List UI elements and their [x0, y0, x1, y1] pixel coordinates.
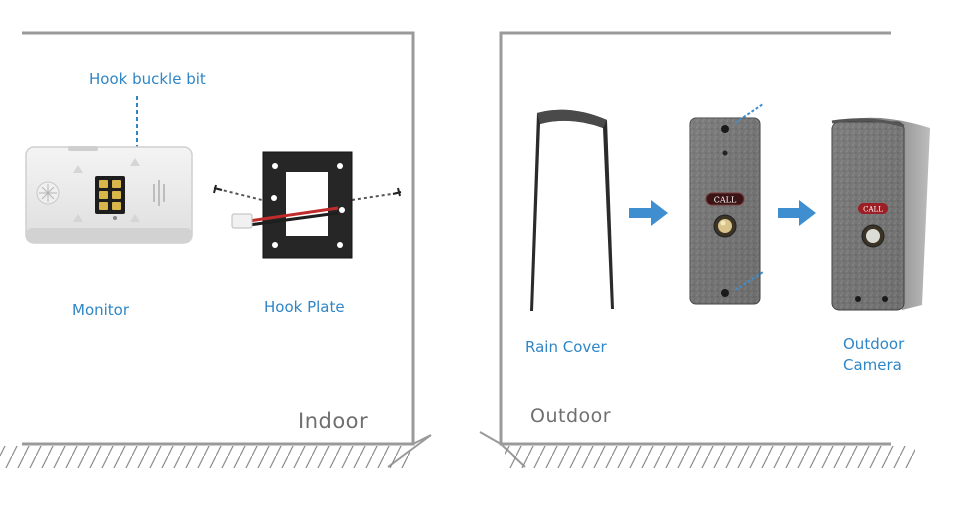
monitor-label: Monitor	[72, 301, 130, 319]
call-label: CALL	[714, 196, 737, 205]
outdoor-camera-label-line1: Outdoor	[843, 335, 905, 353]
hook-plate-label: Hook Plate	[264, 298, 345, 316]
call-label: CALL	[863, 206, 883, 214]
outdoor-section-label: Outdoor	[530, 405, 612, 427]
arrow-right-icon	[629, 200, 668, 226]
arrow-right-icon	[778, 200, 816, 226]
outdoor-wall	[479, 31, 891, 468]
outdoor-floor-hatch	[505, 446, 915, 468]
rain-cover-image	[530, 109, 614, 311]
hook-plate-image	[213, 151, 402, 259]
hook-buckle-label: Hook buckle bit	[89, 70, 206, 88]
indoor-wall	[22, 31, 432, 468]
monitor-image	[25, 146, 193, 244]
indoor-section-label: Indoor	[298, 409, 369, 433]
rain-cover-label: Rain Cover	[525, 338, 607, 356]
outdoor-camera-label-line2: Camera	[843, 356, 902, 374]
camera-front-image: CALL	[689, 103, 764, 305]
outdoor-camera-image: CALL	[831, 117, 930, 311]
indoor-floor-hatch	[0, 446, 410, 468]
